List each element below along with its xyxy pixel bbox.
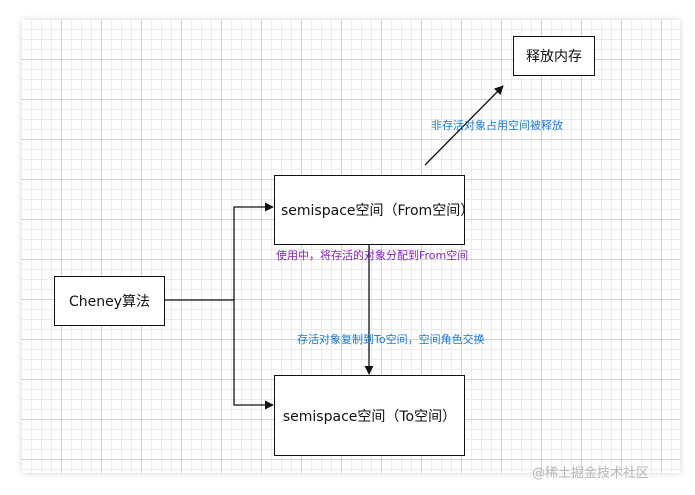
edge-label-release: 非存活对象占用空间被释放 (431, 119, 563, 132)
edge-from-to-release (424, 85, 504, 166)
watermark: @稀土掘金技术社区 (532, 466, 650, 481)
node-from-space: semispace空间（From空间） (274, 175, 474, 245)
edge-label-copy: 存活对象复制到To空间，空间角色交换 (297, 333, 485, 346)
node-cheney-algorithm: Cheney算法 (54, 276, 165, 326)
edge-cheney-to-to (233, 300, 274, 410)
edge-cheney-to-from (233, 202, 274, 300)
edge-label-in-use: 使用中，将存活的对象分配到From空间 (276, 249, 469, 262)
diagram-canvas (22, 20, 680, 473)
node-to-space: semispace空间（To空间） (274, 375, 465, 456)
node-release-memory: 释放内存 (513, 36, 595, 76)
